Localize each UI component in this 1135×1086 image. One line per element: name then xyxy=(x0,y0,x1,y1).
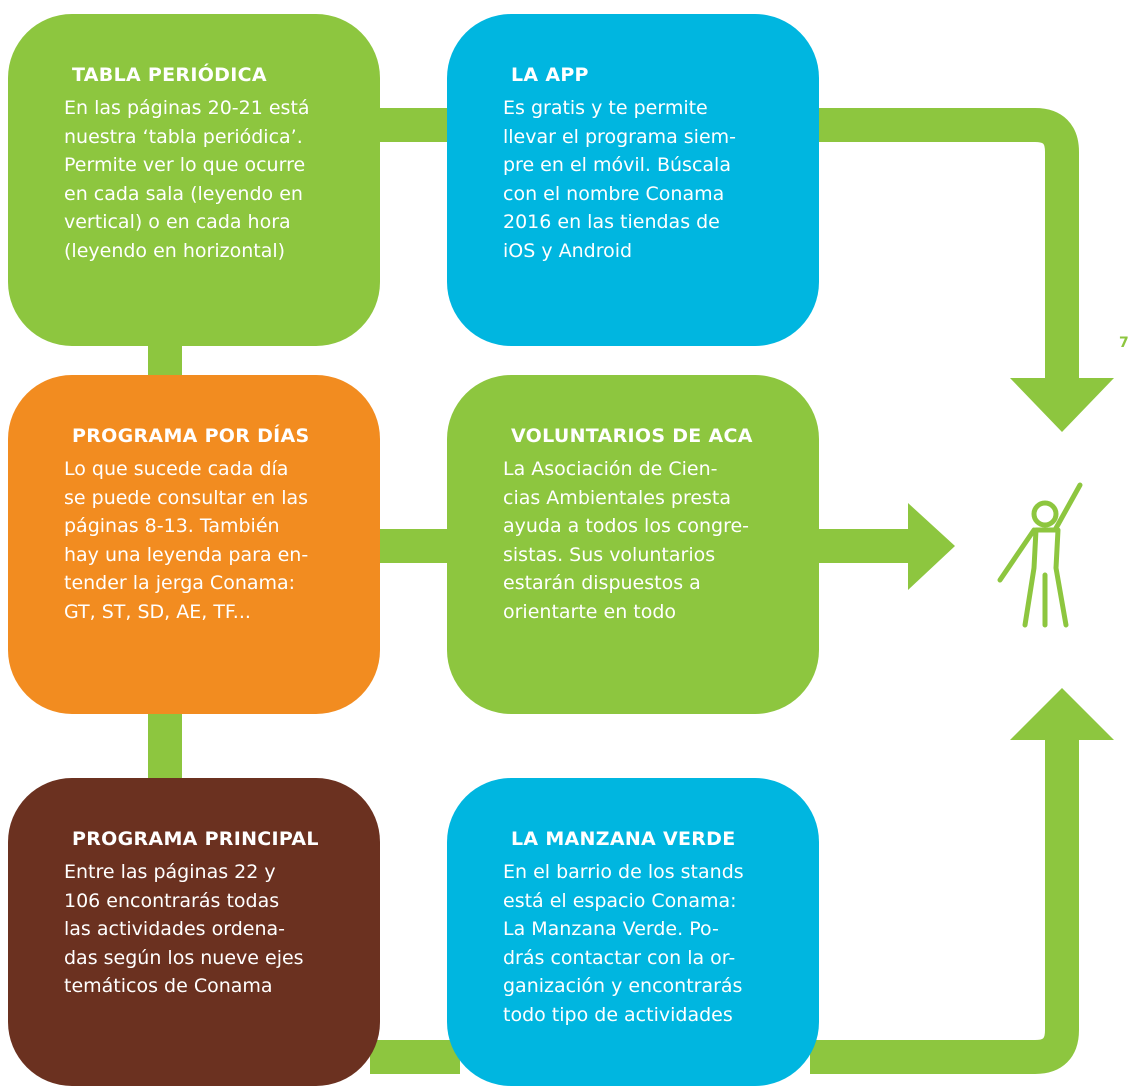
box-title: TABLA PERIÓDICA xyxy=(72,64,267,86)
top-connector xyxy=(370,108,460,142)
arrow-right-head xyxy=(908,503,955,590)
box-la-app: LA APP Es gratis y te permite llevar el … xyxy=(447,14,819,346)
arrow-up-head xyxy=(1010,688,1114,740)
arrow-down-head xyxy=(1010,378,1114,432)
box-text: Entre las páginas 22 y 106 encontrarás t… xyxy=(64,861,304,997)
box-manzana-verde: LA MANZANA VERDE En el barrio de los sta… xyxy=(447,778,819,1086)
manzana-to-person-path xyxy=(810,735,1079,1074)
box-title: PROGRAMA PRINCIPAL xyxy=(72,828,319,850)
box-text: La Asociación de Cien- cias Ambientales … xyxy=(503,458,750,623)
person-waving-icon xyxy=(997,482,1083,628)
box-text: En el barrio de los stands está el espac… xyxy=(503,861,744,1026)
box-programa-por-dias: PROGRAMA POR DÍAS Lo que sucede cada día… xyxy=(8,375,380,714)
box-voluntarios-aca: VOLUNTARIOS DE ACA La Asociación de Cien… xyxy=(447,375,819,714)
bottom-connector xyxy=(370,1040,460,1074)
app-to-person-path xyxy=(810,108,1079,380)
box-title: VOLUNTARIOS DE ACA xyxy=(511,425,753,447)
box-text: Es gratis y te permite llevar el program… xyxy=(503,97,737,262)
aca-to-person-shaft xyxy=(810,529,915,563)
box-programa-principal: PROGRAMA PRINCIPAL Entre las páginas 22 … xyxy=(8,778,380,1086)
box-title: PROGRAMA POR DÍAS xyxy=(72,425,310,447)
box-text: En las páginas 20-21 está nuestra ‘tabla… xyxy=(64,97,310,262)
middle-connector xyxy=(370,529,460,563)
box-text: Lo que sucede cada día se puede consulta… xyxy=(64,458,309,623)
box-tabla-periodica: TABLA PERIÓDICA En las páginas 20-21 est… xyxy=(8,14,380,346)
page-number: 7 xyxy=(1119,335,1129,351)
box-title: LA MANZANA VERDE xyxy=(511,828,736,850)
box-title: LA APP xyxy=(511,64,589,86)
